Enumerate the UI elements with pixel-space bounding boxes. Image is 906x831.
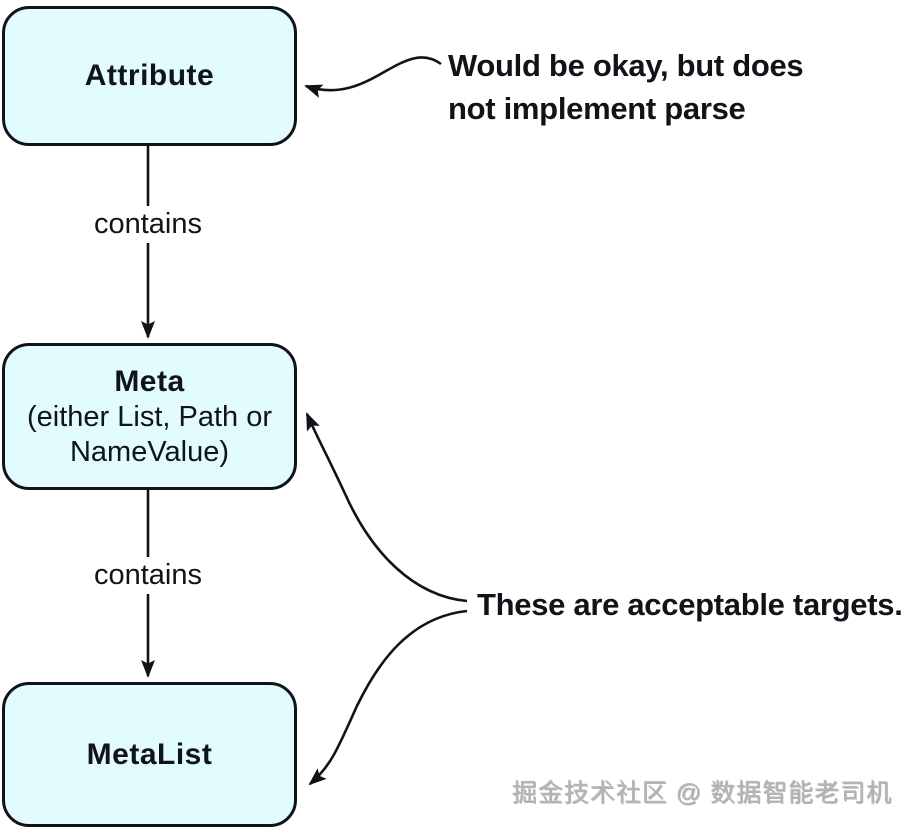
annotation-would-be-okay-line-2: not implement parse bbox=[448, 91, 746, 126]
edge-label-contains-1: contains bbox=[78, 206, 218, 243]
annotation-acceptable-targets: These are acceptable targets. bbox=[477, 583, 903, 626]
callout-arrow-metalist bbox=[308, 609, 468, 786]
node-metalist: MetaList bbox=[2, 682, 297, 827]
annotation-would-be-okay: Would be okay, but does not implement pa… bbox=[448, 44, 804, 130]
node-meta-title: Meta bbox=[114, 364, 185, 398]
callout-arrow-attribute bbox=[304, 56, 442, 98]
node-meta-subtitle-line-2: NameValue) bbox=[69, 435, 230, 468]
node-attribute-title: Attribute bbox=[84, 59, 215, 92]
callout-arrow-meta bbox=[305, 412, 468, 603]
node-attribute: Attribute bbox=[2, 6, 297, 146]
node-metalist-title: MetaList bbox=[86, 737, 213, 771]
node-meta: Meta (either List, Path or NameValue) bbox=[2, 343, 297, 490]
annotation-would-be-okay-line-1: Would be okay, but does bbox=[448, 48, 804, 83]
annotation-acceptable-targets-line-1: These are acceptable targets. bbox=[477, 587, 903, 622]
edge-label-contains-2: contains bbox=[78, 557, 218, 594]
node-meta-subtitle-line-1: (either List, Path or bbox=[27, 400, 272, 433]
watermark-text: 掘金技术社区 @ 数据智能老司机 bbox=[512, 780, 893, 808]
